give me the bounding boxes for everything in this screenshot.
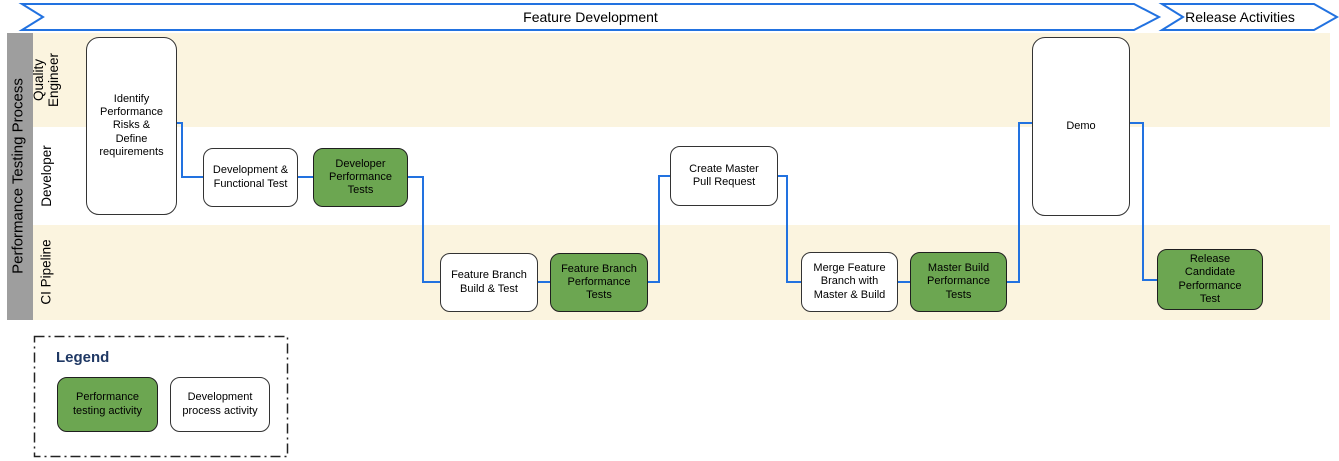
- node-merge-feature-branch: Merge Feature Branch with Master & Build: [801, 252, 898, 312]
- lane-band-quality-engineer: [33, 33, 1330, 127]
- legend-item-performance-testing-activity: Performance testing activity: [57, 377, 158, 432]
- node-demo: Demo: [1032, 37, 1130, 216]
- lane-label-developer: Developer: [39, 145, 54, 207]
- legend-title: Legend: [56, 349, 110, 366]
- process-title-rail: [7, 33, 33, 320]
- legend-item-development-process-activity: Development process activity: [170, 377, 270, 432]
- node-feature-branch-performance-tests: Feature Branch Performance Tests: [550, 253, 648, 312]
- phase-banner-release-activities: Release Activities: [1185, 9, 1295, 25]
- lane-band-ci-pipeline: [33, 225, 1330, 320]
- node-development-functional-test: Development & Functional Test: [203, 148, 298, 207]
- process-title: Performance Testing Process: [9, 78, 27, 274]
- node-developer-performance-tests: Developer Performance Tests: [313, 148, 408, 207]
- node-release-candidate-performance-test: Release Candidate Performance Test: [1157, 249, 1263, 310]
- node-identify-performance-risks: Identify Performance Risks & Define requ…: [86, 37, 177, 215]
- node-master-build-performance-tests: Master Build Performance Tests: [910, 252, 1007, 312]
- node-create-master-pull-request: Create Master Pull Request: [670, 146, 778, 206]
- lane-label-ci-pipeline: CI Pipeline: [38, 239, 54, 305]
- node-feature-branch-build-test: Feature Branch Build & Test: [440, 253, 538, 312]
- phase-banner-feature-development: Feature Development: [523, 9, 658, 25]
- lane-label-quality-engineer: Quality Engineer: [31, 52, 62, 108]
